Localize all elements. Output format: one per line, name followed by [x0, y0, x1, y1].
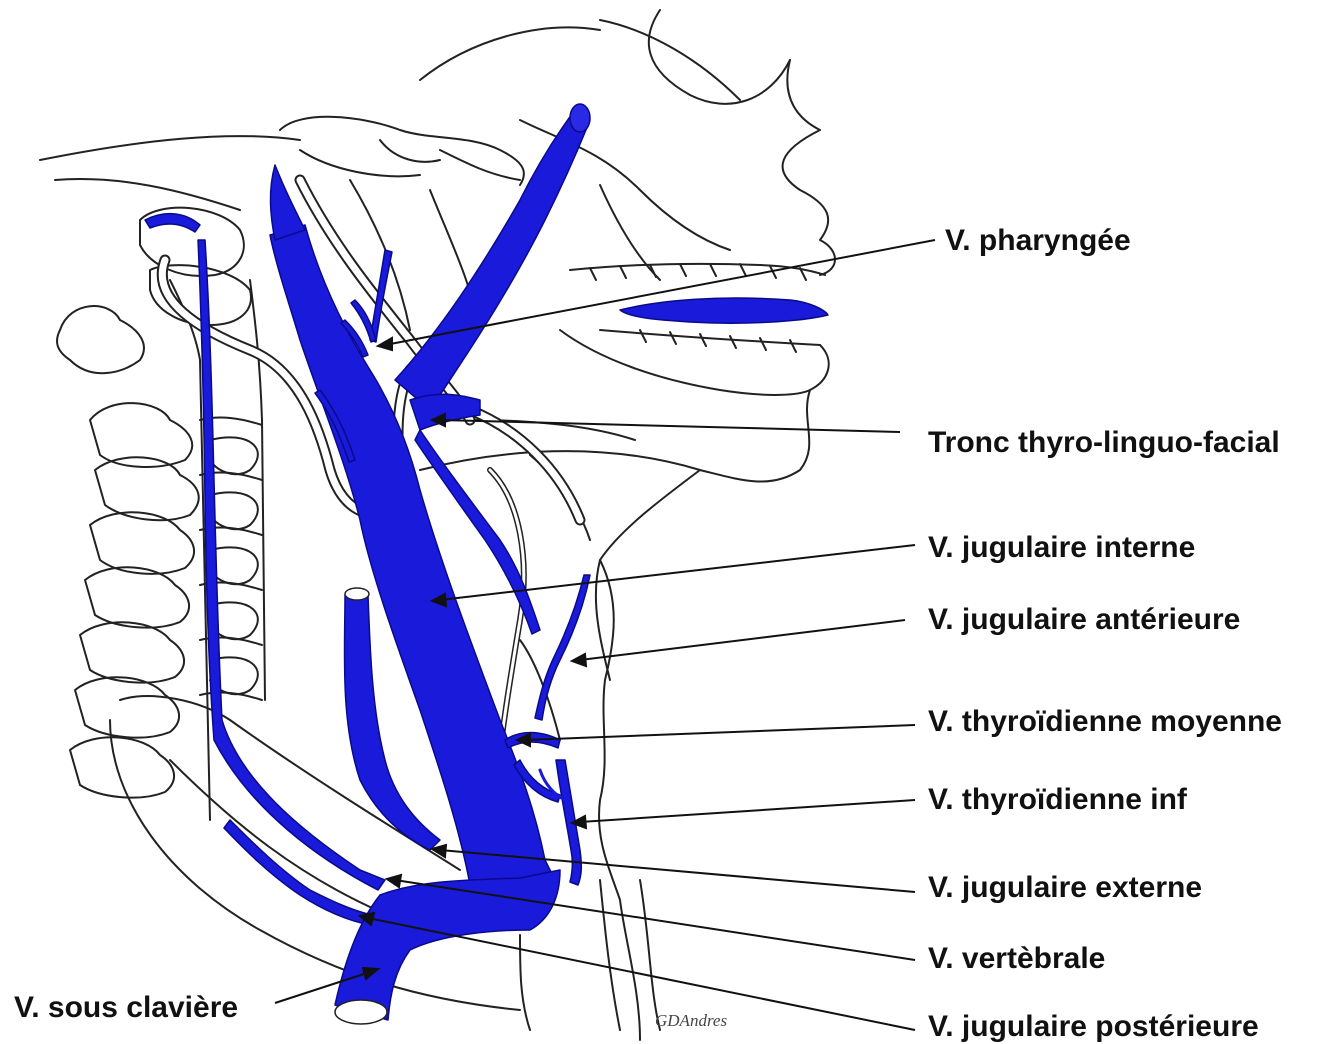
leader-jug-posterieure	[368, 918, 915, 1030]
label-jugulaire-anterieure: V. jugulaire antérieure	[928, 605, 1240, 635]
leader-thyr-moyenne	[525, 725, 915, 740]
label-jugulaire-interne: V. jugulaire interne	[928, 533, 1195, 563]
vein-faciale	[395, 110, 590, 410]
vein-jugulaire-anterieure	[535, 575, 590, 720]
label-thyroidienne-moyenne: V. thyroïdienne moyenne	[928, 707, 1282, 737]
label-jugulaire-externe: V. jugulaire externe	[928, 873, 1202, 903]
label-pharyngee: V. pharyngée	[945, 226, 1131, 256]
artist-signature: GDAndres	[655, 1011, 727, 1030]
leader-thyr-inf	[580, 800, 915, 822]
label-vertebrale: V. vertèbrale	[928, 944, 1105, 974]
label-tronc-thyro-linguo-facial: Tronc thyro-linguo-facial	[928, 428, 1280, 458]
leader-jug-anterieure	[580, 620, 905, 660]
label-thyroidienne-inf: V. thyroïdienne inf	[928, 785, 1187, 815]
vein-sous-claviere	[335, 870, 560, 1020]
label-jugulaire-posterieure: V. jugulaire postérieure	[928, 1012, 1259, 1042]
veins	[145, 104, 828, 1024]
label-sous-claviere: V. sous clavière	[14, 993, 238, 1023]
vein-jugulaire-interne	[270, 225, 555, 885]
